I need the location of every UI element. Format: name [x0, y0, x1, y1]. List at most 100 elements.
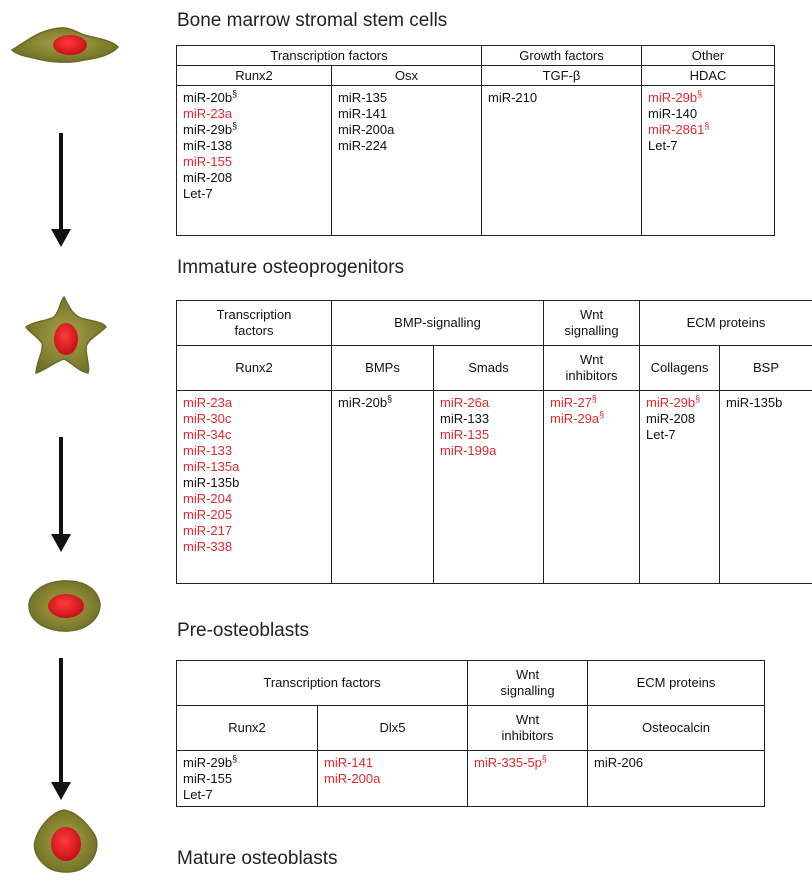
mirna-name: miR-30c: [183, 411, 232, 426]
mirna-item: miR-29b§: [646, 393, 714, 411]
mirna-name: miR-20b: [338, 395, 388, 410]
mirna-item: miR-135a: [183, 459, 326, 475]
mirna-name: miR-205: [183, 507, 233, 522]
mirna-name: miR-224: [338, 138, 388, 153]
mirna-item: miR-224: [338, 138, 476, 154]
mirna-name: miR-133: [183, 443, 233, 458]
column-header-runx2: Runx2: [176, 65, 332, 86]
mirna-item: miR-29b§: [183, 753, 312, 771]
osteoprogenitor-mirna-table: Transcription factors BMP-signalling Wnt…: [176, 300, 812, 584]
section-mark: §: [232, 120, 238, 131]
mirna-item: miR-208: [646, 411, 714, 427]
mirna-item: Let-7: [646, 427, 714, 443]
mirna-item: miR-204: [183, 491, 326, 507]
mirna-item: miR-210: [488, 90, 636, 106]
mirna-item: miR-29b§: [183, 120, 326, 138]
mirna-name: miR-155: [183, 154, 233, 169]
section-mark: §: [541, 753, 547, 764]
mirna-item: miR-155: [183, 154, 326, 170]
stage-title-stromal: Bone marrow stromal stem cells: [177, 10, 448, 31]
mirna-item: miR-29a§: [550, 409, 634, 427]
mirna-name: miR-141: [324, 755, 374, 770]
mirna-name: miR-199a: [440, 443, 497, 458]
stromal-mirna-table: Transcription factors Growth factors Oth…: [176, 45, 775, 236]
mirna-item: miR-138: [183, 138, 326, 154]
mirna-name: miR-29b: [646, 395, 696, 410]
mirna-item: miR-208: [183, 170, 326, 186]
stage-title-pre: Pre-osteoblasts: [177, 620, 310, 641]
group-header-transcription-factors: Transcription factors: [176, 300, 332, 346]
mirna-item: miR-20b§: [183, 89, 326, 106]
group-header-wnt-signalling: Wnt signalling: [543, 300, 641, 346]
mirna-item: miR-205: [183, 507, 326, 523]
column-header-tgf-beta: TGF-β: [481, 65, 642, 86]
column-header-runx2: Runx2: [176, 705, 318, 751]
mirna-name: miR-208: [646, 411, 696, 426]
mirna-name: miR-335-5p: [474, 755, 542, 770]
mirna-item: miR-34c: [183, 427, 326, 443]
column-header-wnt-inhibitors: Wnt inhibitors: [543, 345, 641, 391]
section-mark: §: [232, 753, 238, 764]
mirna-name: miR-20b: [183, 90, 233, 105]
mirna-name: miR-133: [440, 411, 490, 426]
mirna-name: miR-138: [183, 138, 233, 153]
mirna-list: miR-210: [481, 85, 642, 236]
section-mark: §: [695, 393, 701, 404]
mirna-item: miR-135b: [726, 395, 807, 411]
mirna-item: miR-29b§: [648, 88, 769, 106]
mirna-name: miR-135a: [183, 459, 240, 474]
mirna-item: Let-7: [183, 186, 326, 202]
mirna-name: Let-7: [183, 787, 213, 802]
mirna-name: miR-29b: [183, 122, 233, 137]
mirna-name: miR-208: [183, 170, 233, 185]
mirna-name: miR-29b: [648, 90, 698, 105]
mirna-name: miR-135: [338, 90, 388, 105]
mirna-item: miR-141: [324, 755, 462, 771]
group-header-wnt-signalling: Wnt signalling: [467, 660, 588, 706]
column-header-dlx5: Dlx5: [317, 705, 468, 751]
mirna-item: miR-217: [183, 523, 326, 539]
mirna-name: Let-7: [646, 427, 676, 442]
section-mark: §: [697, 88, 703, 99]
mirna-name: miR-206: [594, 755, 644, 770]
mirna-item: miR-133: [183, 443, 326, 459]
mirna-name: miR-204: [183, 491, 233, 506]
mirna-item: miR-200a: [338, 122, 476, 138]
mirna-name: miR-200a: [324, 771, 381, 786]
osteoprogenitor-cell-icon: [25, 295, 107, 374]
mirna-name: miR-135b: [183, 475, 240, 490]
group-header-transcription-factors: Transcription factors: [176, 45, 482, 66]
group-header-other: Other: [641, 45, 775, 66]
mirna-item: miR-140: [648, 106, 769, 122]
mirna-item: miR-30c: [183, 411, 326, 427]
mirna-name: miR-26a: [440, 395, 490, 410]
group-header-transcription-factors: Transcription factors: [176, 660, 468, 706]
column-header-osx: Osx: [331, 65, 482, 86]
mirna-item: miR-27§: [550, 394, 634, 411]
stage-title-mature: Mature osteoblasts: [177, 848, 338, 869]
mirna-list: miR-206: [587, 750, 765, 807]
mirna-name: Let-7: [183, 186, 213, 201]
stage-title-immature: Immature osteoprogenitors: [177, 257, 405, 278]
mirna-name: miR-140: [648, 106, 698, 121]
down-arrow-3: [51, 658, 71, 800]
mirna-item: Let-7: [648, 138, 769, 154]
mirna-item: miR-20b§: [338, 394, 428, 411]
mirna-name: miR-141: [338, 106, 388, 121]
mirna-item: Let-7: [183, 787, 312, 803]
mirna-item: miR-155: [183, 771, 312, 787]
mirna-name: miR-217: [183, 523, 233, 538]
mirna-list: miR-135b: [719, 390, 812, 584]
mirna-item: miR-206: [594, 755, 759, 771]
mirna-item: miR-135: [338, 90, 476, 106]
mirna-name: miR-23a: [183, 106, 233, 121]
mirna-list: miR-335-5p§: [467, 750, 588, 807]
group-header-ecm-proteins: ECM proteins: [639, 300, 812, 346]
mirna-item: miR-200a: [324, 771, 462, 787]
section-mark: §: [599, 409, 605, 420]
mirna-name: miR-338: [183, 539, 233, 554]
mirna-item: miR-23a: [183, 395, 326, 411]
